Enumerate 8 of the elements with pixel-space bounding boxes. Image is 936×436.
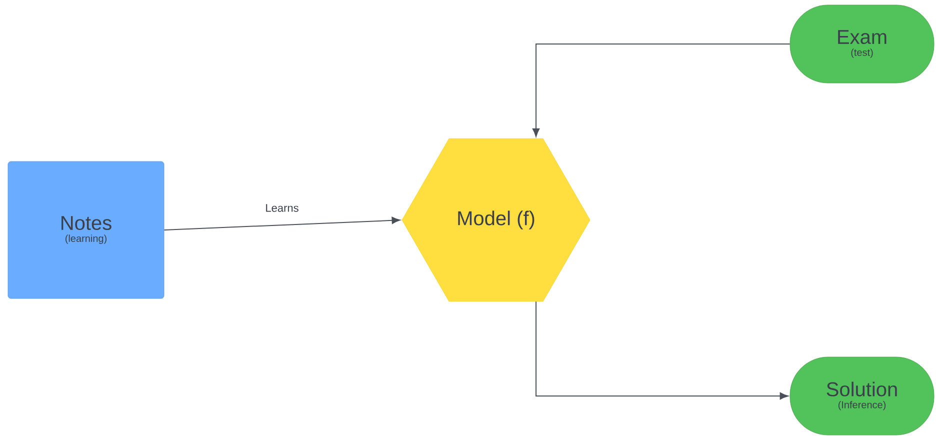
terminal-pill: Exam (test) — [790, 4, 934, 84]
arrow — [536, 301, 788, 400]
arrow — [164, 216, 400, 230]
edge-label: Learns — [264, 203, 300, 213]
arrow — [532, 44, 790, 137]
terminal-pill: Solution (Inference) — [790, 356, 934, 436]
note-box: Notes (learning) — [8, 161, 164, 299]
model-hexagon: Model (f) — [402, 138, 590, 302]
